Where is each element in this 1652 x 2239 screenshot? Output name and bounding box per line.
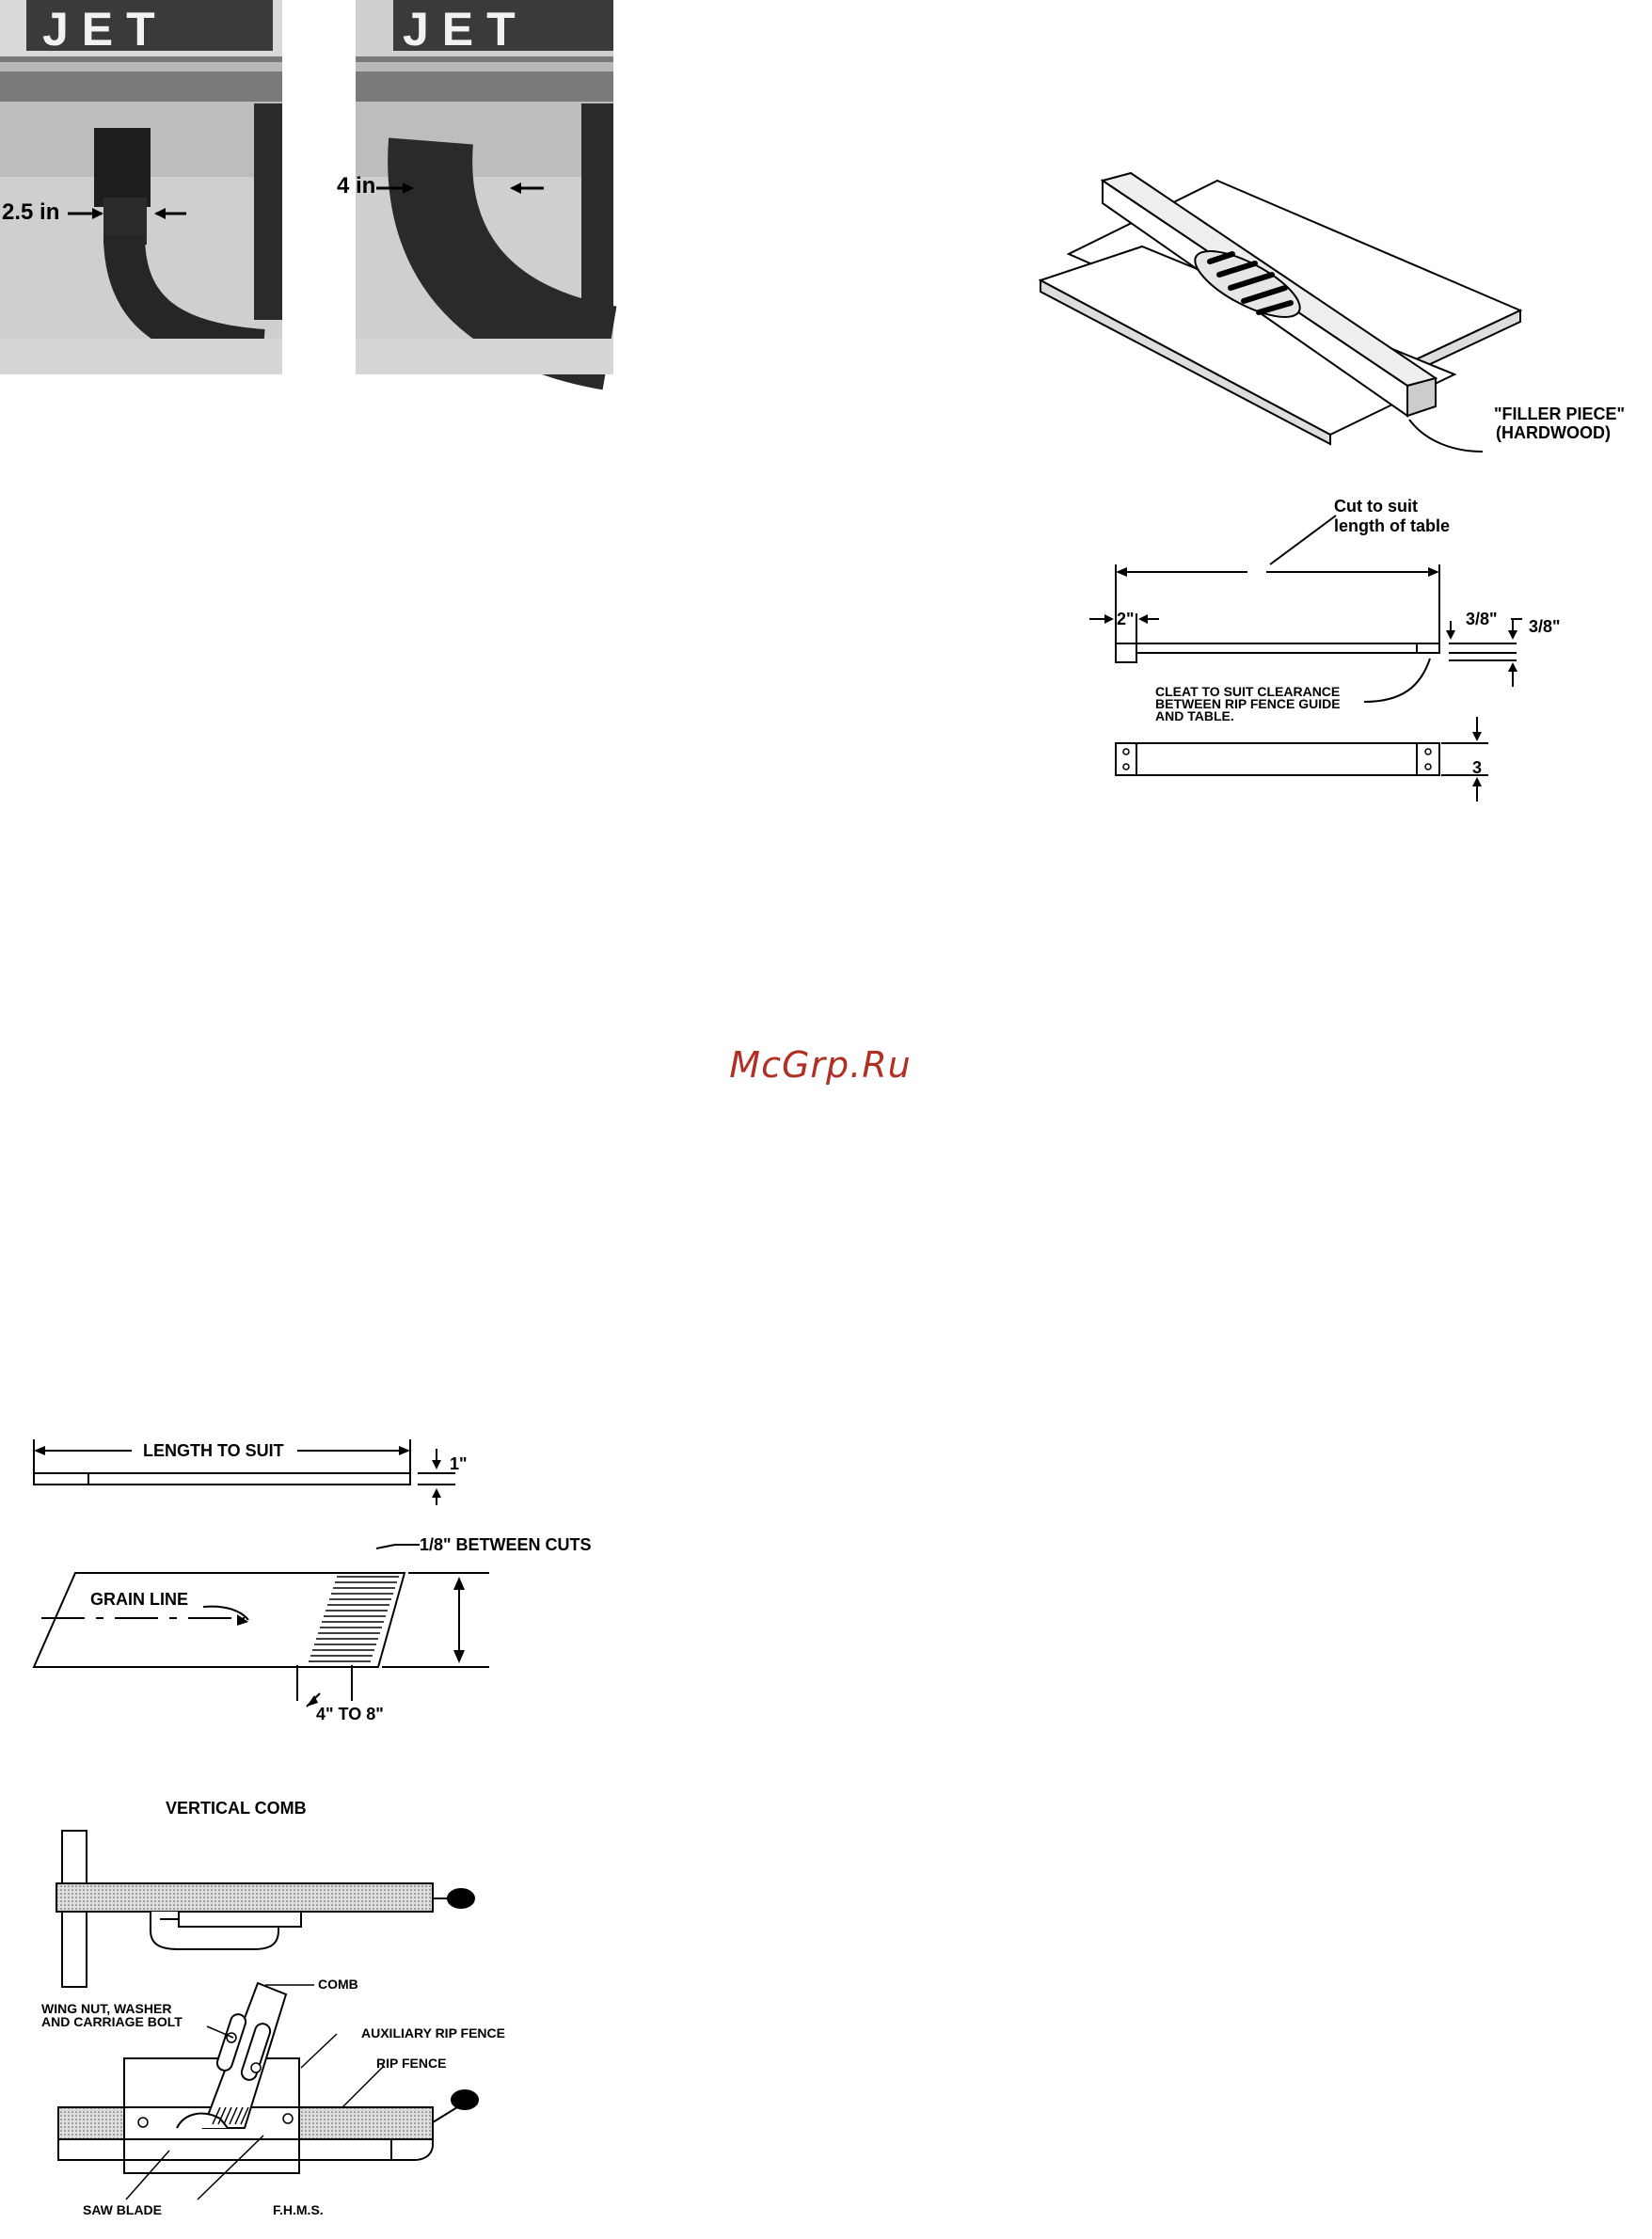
dim-1in-label: 1" (450, 1454, 468, 1473)
photo-4in-hose: JET 4 in (337, 0, 618, 390)
range-label: 4" TO 8" (316, 1705, 384, 1723)
photo-2-5in-hose: JET 2.5 in (0, 0, 282, 374)
watermark: McGrp.Ru (729, 1044, 912, 1086)
wing-nut-label-1: WING NUT, WASHER (41, 2001, 172, 2016)
filler-piece-diagram (1038, 171, 1523, 453)
cleat-diagram (1089, 515, 1522, 802)
rip-fence-label: RIP FENCE (376, 2056, 447, 2071)
comb-diagram (56, 1830, 479, 2200)
dim-3-8-b-label: 3/8" (1529, 617, 1561, 636)
length-of-table-label: length of table (1334, 516, 1450, 535)
hose-size-4-label: 4 in (337, 173, 376, 198)
dim-3-8-a-label: 3/8" (1466, 610, 1498, 628)
cleat-note-line3: AND TABLE. (1155, 708, 1234, 723)
photo-4in-art (356, 0, 618, 390)
arrow-pair-2-5 (68, 208, 186, 219)
aux-rip-fence-label: AUXILIARY RIP FENCE (361, 2025, 505, 2041)
comb-label: COMB (318, 1977, 358, 1992)
jet-logo: JET (403, 3, 529, 56)
length-to-suit-label: LENGTH TO SUIT (143, 1441, 284, 1460)
arrow-pair-4 (376, 183, 544, 194)
wing-nut-label-2: AND CARRIAGE BOLT (41, 2014, 183, 2029)
saw-blade-label: SAW BLADE (83, 2202, 162, 2217)
featherboard-diagram (32, 1439, 489, 1707)
fhms-label: F.H.M.S. (273, 2202, 324, 2217)
jet-logo: JET (42, 3, 168, 56)
cut-to-suit-label: Cut to suit (1334, 497, 1418, 516)
cleat-note-line2: BETWEEN RIP FENCE GUIDE (1155, 696, 1341, 711)
grain-line-label: GRAIN LINE (90, 1590, 189, 1609)
vertical-comb-label: VERTICAL COMB (166, 1799, 307, 1818)
cuts-label: 1/8" BETWEEN CUTS (420, 1535, 592, 1554)
dim-3-label: 3 (1472, 758, 1483, 777)
cleat-note-line1: CLEAT TO SUIT CLEARANCE (1155, 684, 1341, 699)
dim-2in-label: 2" (1117, 610, 1135, 628)
hose-size-2-5-label: 2.5 in (2, 199, 60, 225)
filler-piece-label: "FILLER PIECE" (1494, 405, 1626, 423)
hardwood-label: (HARDWOOD) (1496, 423, 1611, 442)
photo-2-5in-art (0, 0, 282, 374)
